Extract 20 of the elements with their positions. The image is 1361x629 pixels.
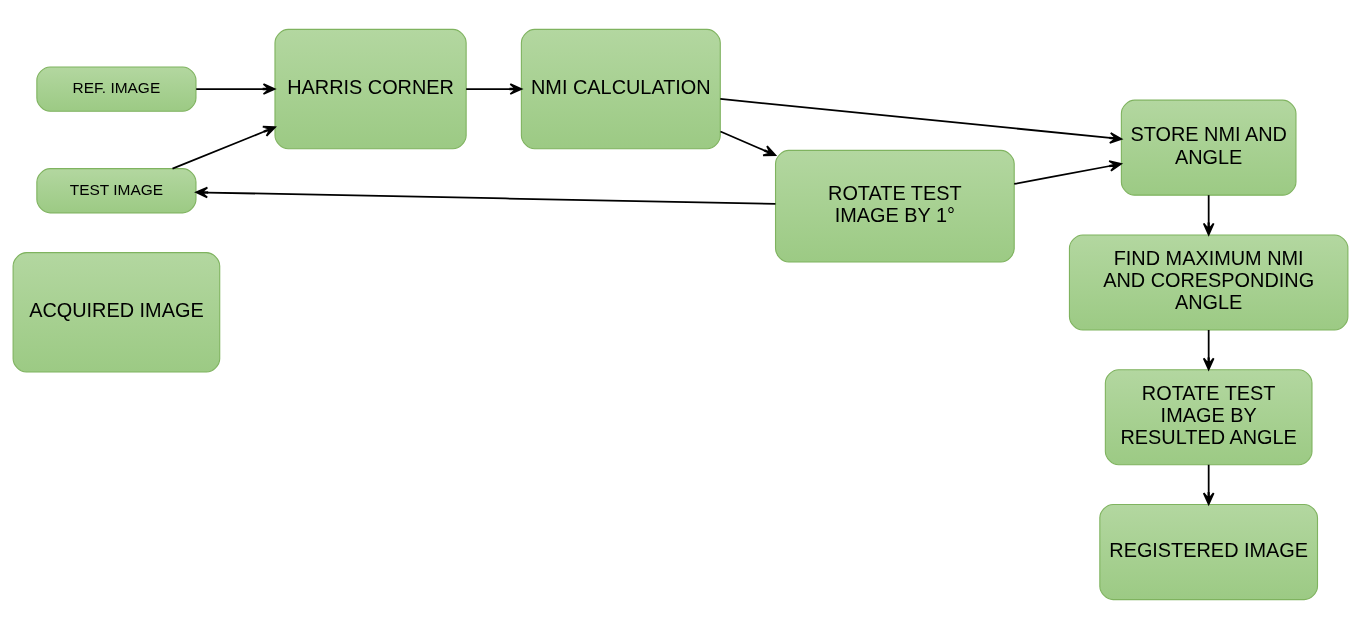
node-box: STORE NMI AND ANGLE bbox=[1120, 99, 1297, 196]
arrow bbox=[465, 83, 523, 95]
arrow bbox=[195, 83, 276, 95]
node-box: REGISTERED IMAGE bbox=[1099, 504, 1319, 601]
node-box: FIND MAXIMUM NMI AND CORESPONDING ANGLE bbox=[1068, 234, 1349, 331]
node-box: NMI CALCULATION bbox=[520, 28, 721, 150]
arrow bbox=[1202, 463, 1215, 506]
arrow bbox=[1013, 160, 1122, 185]
arrow bbox=[719, 130, 777, 157]
node-box: HARRIS CORNER bbox=[274, 28, 467, 150]
node-box: ROTATE TEST IMAGE BY 1° bbox=[775, 149, 1015, 263]
node-box: TEST IMAGE bbox=[36, 168, 197, 214]
node-box: ACQUIRED IMAGE bbox=[12, 252, 221, 373]
node-box: REF. IMAGE bbox=[36, 66, 197, 112]
arrow bbox=[1202, 329, 1215, 371]
arrow bbox=[171, 125, 276, 170]
arrow bbox=[195, 186, 777, 205]
node-box: ROTATE TEST IMAGE BY RESULTED ANGLE bbox=[1104, 369, 1313, 466]
arrow bbox=[719, 98, 1123, 144]
arrow bbox=[1202, 194, 1215, 236]
